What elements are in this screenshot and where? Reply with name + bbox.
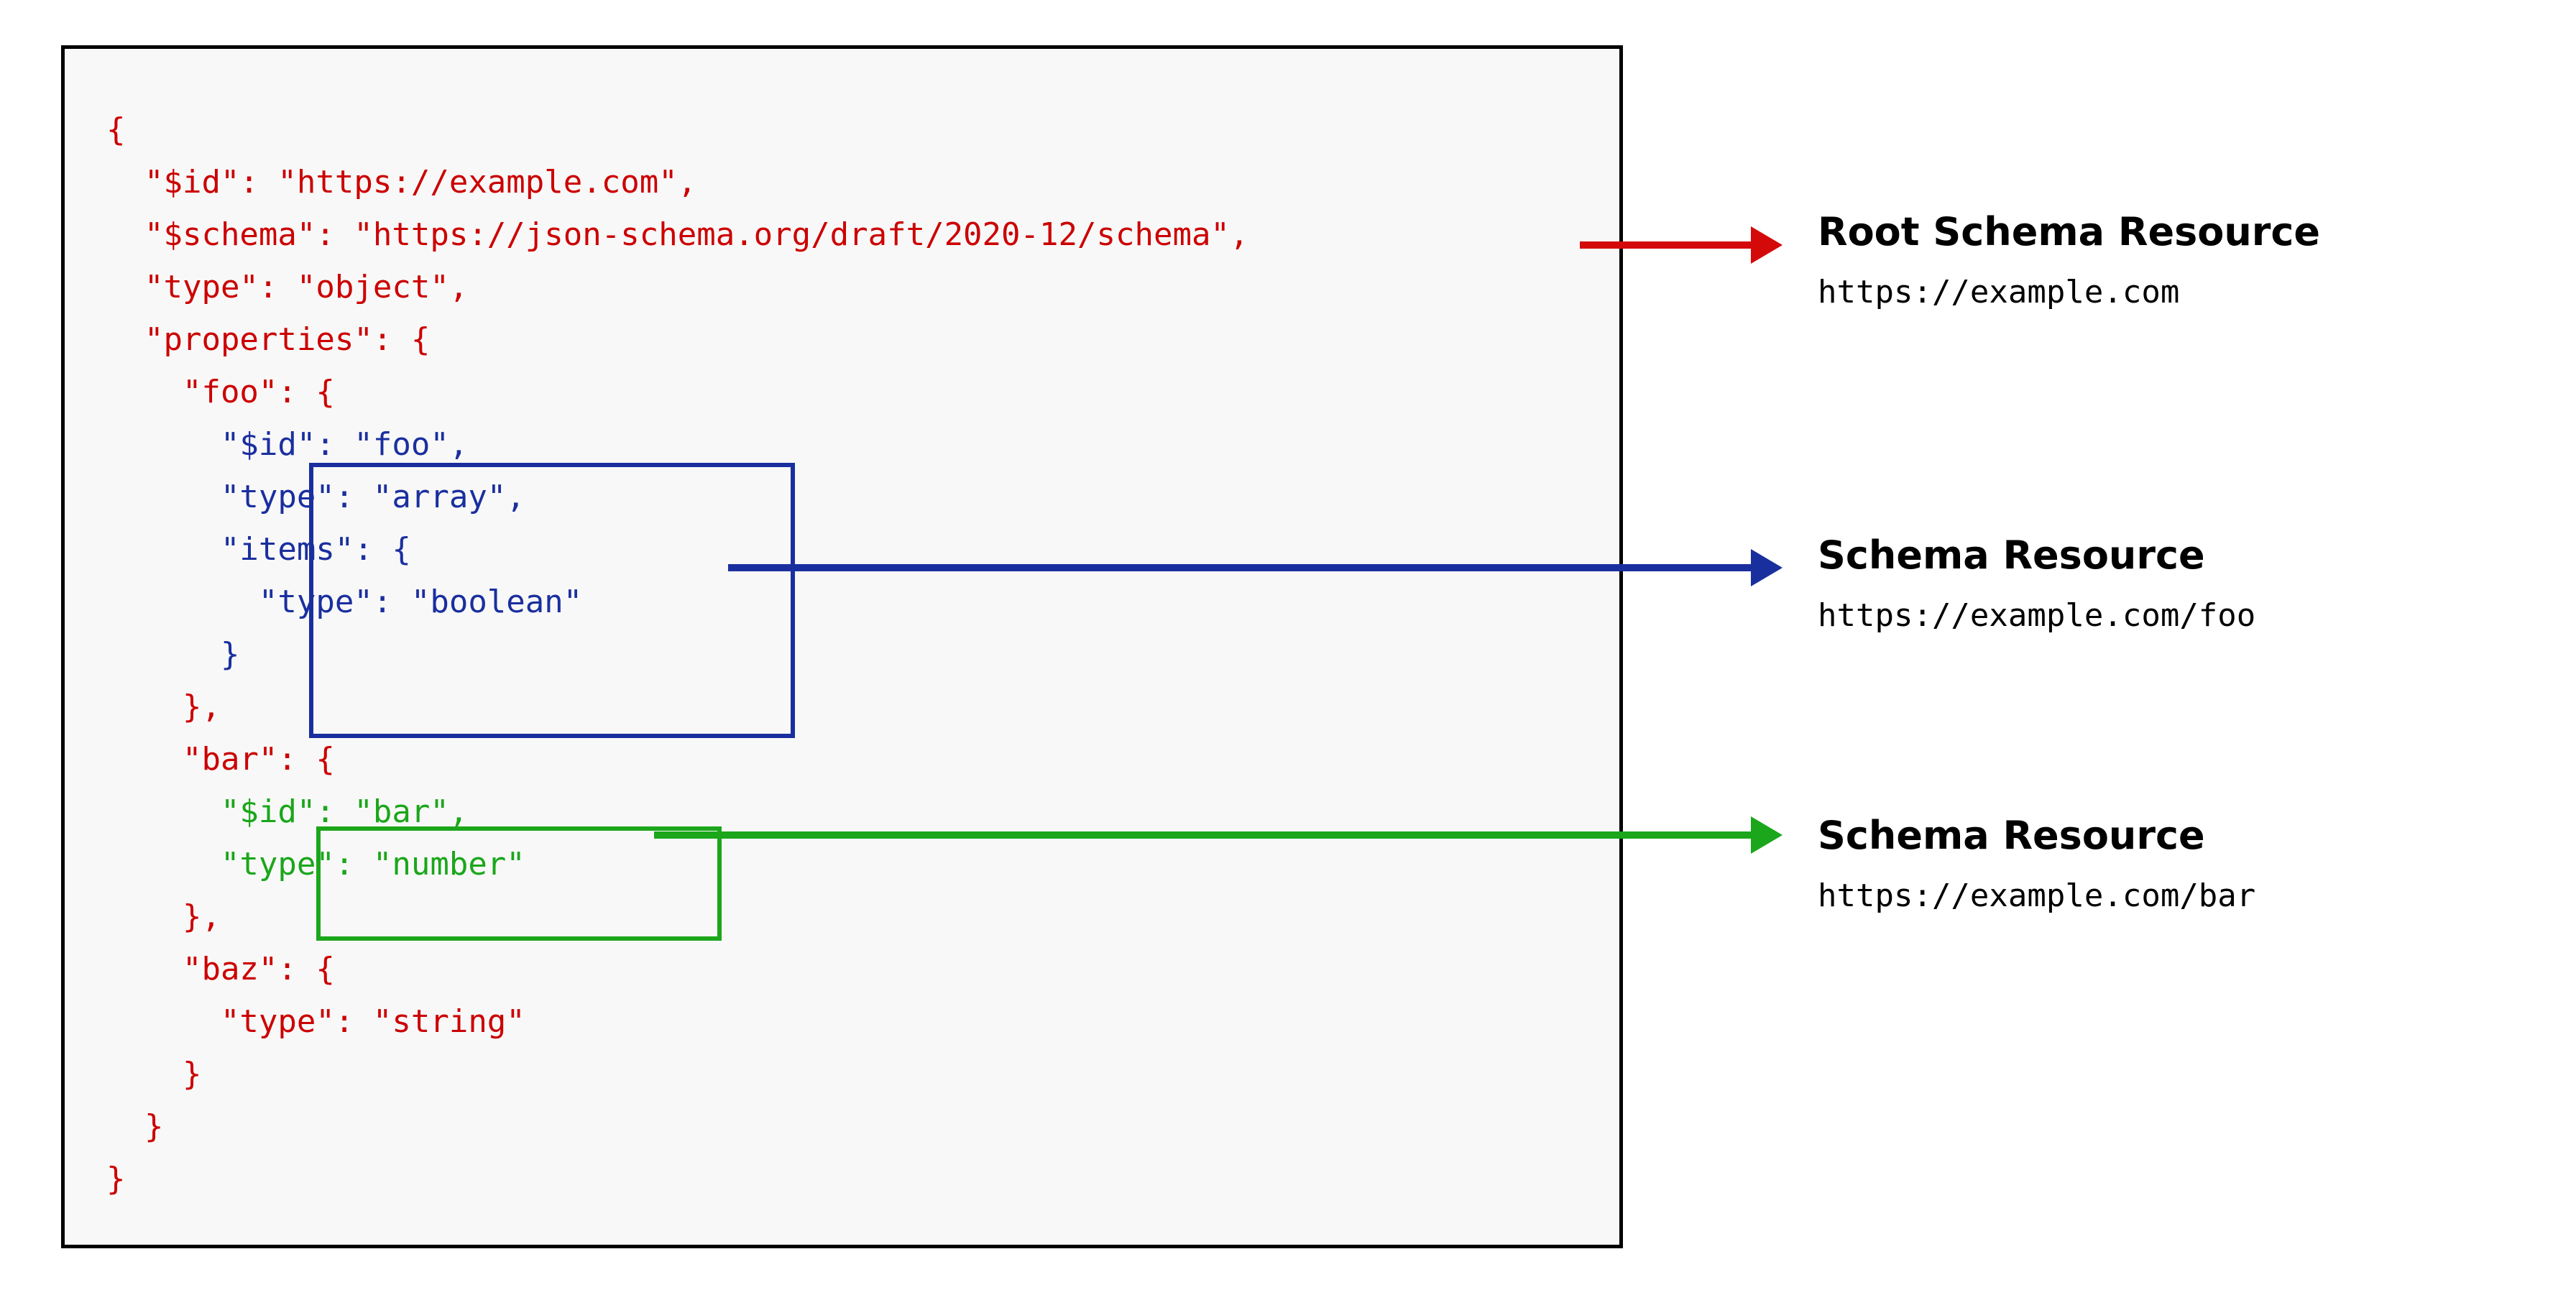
code-line: "properties": {: [106, 321, 431, 358]
code-line: "items": {: [106, 531, 411, 568]
arrow-shaft: [1580, 241, 1754, 249]
code-line: "$schema": "https://json-schema.org/draf…: [106, 216, 1249, 253]
callout-root-schema-resource: Root Schema Resource https://example.com: [1818, 210, 2320, 312]
code-line: },: [106, 688, 221, 725]
callout-title: Schema Resource: [1818, 813, 2205, 858]
code-line: "$id": "bar",: [106, 793, 469, 830]
code-line: }: [106, 1161, 126, 1197]
code-line: "type": "number": [106, 846, 525, 882]
code-line: }: [106, 1056, 202, 1092]
arrow-head-icon: [1751, 816, 1782, 854]
callout-uri: https://example.com/bar: [1818, 877, 2256, 914]
code-line: "foo": {: [106, 374, 335, 410]
code-line: "bar": {: [106, 741, 335, 778]
callout-uri: https://example.com/foo: [1818, 597, 2256, 634]
arrow-head-icon: [1751, 226, 1782, 264]
callout-foo-schema-resource: Schema Resource https://example.com/foo: [1818, 533, 2255, 635]
code-panel: { "$id": "https://example.com", "$schema…: [61, 45, 1623, 1248]
arrow-shaft: [654, 831, 1754, 839]
code-line: },: [106, 898, 221, 935]
code-line: "type": "array",: [106, 479, 525, 515]
code-line: "type": "string": [106, 1003, 525, 1040]
json-schema-code: { "$id": "https://example.com", "$schema…: [106, 103, 1248, 1205]
callout-title: Schema Resource: [1818, 533, 2205, 578]
code-line: "$id": "https://example.com",: [106, 164, 697, 201]
code-line: "baz": {: [106, 951, 335, 987]
code-line: {: [106, 111, 126, 148]
callout-title: Root Schema Resource: [1818, 209, 2321, 254]
callout-bar-schema-resource: Schema Resource https://example.com/bar: [1818, 814, 2255, 916]
highlight-box-foo-subschema: [309, 463, 795, 738]
highlight-box-bar-subschema: [316, 826, 722, 941]
arrow-shaft: [728, 564, 1754, 571]
code-line: "$id": "foo",: [106, 426, 469, 463]
code-line: "type": "boolean": [106, 584, 583, 620]
arrow-head-icon: [1751, 549, 1782, 586]
code-line: "type": "object",: [106, 269, 469, 305]
code-line: }: [106, 636, 240, 673]
callout-uri: https://example.com: [1818, 274, 2180, 310]
code-line: }: [106, 1108, 164, 1145]
